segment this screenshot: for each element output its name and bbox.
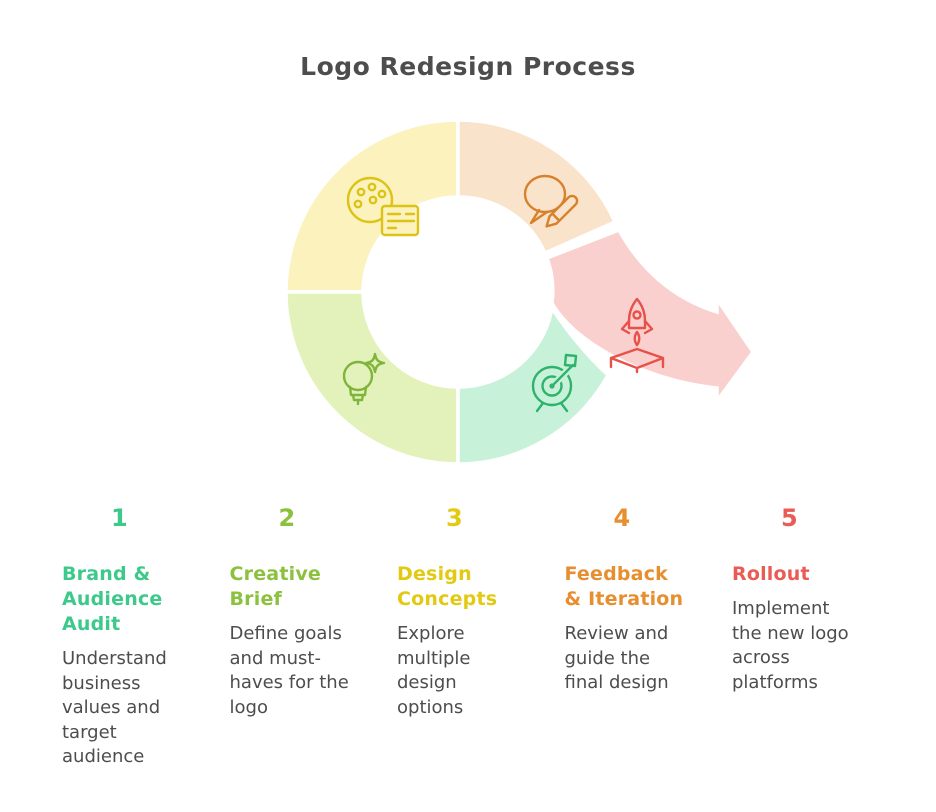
steps-row: 1 Brand & Audience Audit Understand busi… [62, 504, 852, 770]
step-title: Brand & Audience Audit [62, 563, 163, 635]
step-title: Design Concepts [397, 563, 498, 610]
step-description: Define goals and must-haves for the logo [229, 623, 349, 718]
step-number: 3 [446, 504, 463, 532]
cycle-diagram [284, 118, 756, 464]
step-2: 2 Creative Brief Define goals and must-h… [230, 504, 350, 770]
step-3: 3 Design Concepts Explore multiple desig… [397, 504, 517, 770]
step-description: Understand business values and target au… [62, 648, 167, 767]
rocket-launch-icon [609, 297, 665, 374]
step-number: 4 [613, 504, 631, 532]
step-title: Rollout [732, 563, 810, 585]
step-description: Explore multiple design options [397, 623, 471, 718]
step-description: Implement the new logo across platforms [732, 598, 849, 693]
step-title: Feedback & Iteration [564, 563, 684, 610]
segment-feedback-iteration [456, 118, 618, 256]
speech-bubble-pencil-icon [523, 174, 579, 228]
step-4: 4 Feedback & Iteration Review and guide … [565, 504, 685, 770]
palette-card-icon [346, 176, 420, 237]
step-title: Creative Brief [229, 563, 321, 610]
step-description: Review and guide the final design [564, 623, 669, 693]
step-5: 5 Rollout Implement the new logo across … [732, 504, 852, 770]
lightbulb-spark-icon [342, 352, 386, 406]
step-number: 5 [781, 504, 798, 532]
step-number: 2 [278, 504, 296, 532]
page-title: Logo Redesign Process [300, 52, 636, 81]
step-number: 1 [111, 504, 128, 532]
step-1: 1 Brand & Audience Audit Understand busi… [62, 504, 182, 770]
segment-rollout-arrow [544, 227, 756, 407]
segment-design-concepts [284, 118, 460, 294]
target-dart-icon [531, 353, 578, 413]
